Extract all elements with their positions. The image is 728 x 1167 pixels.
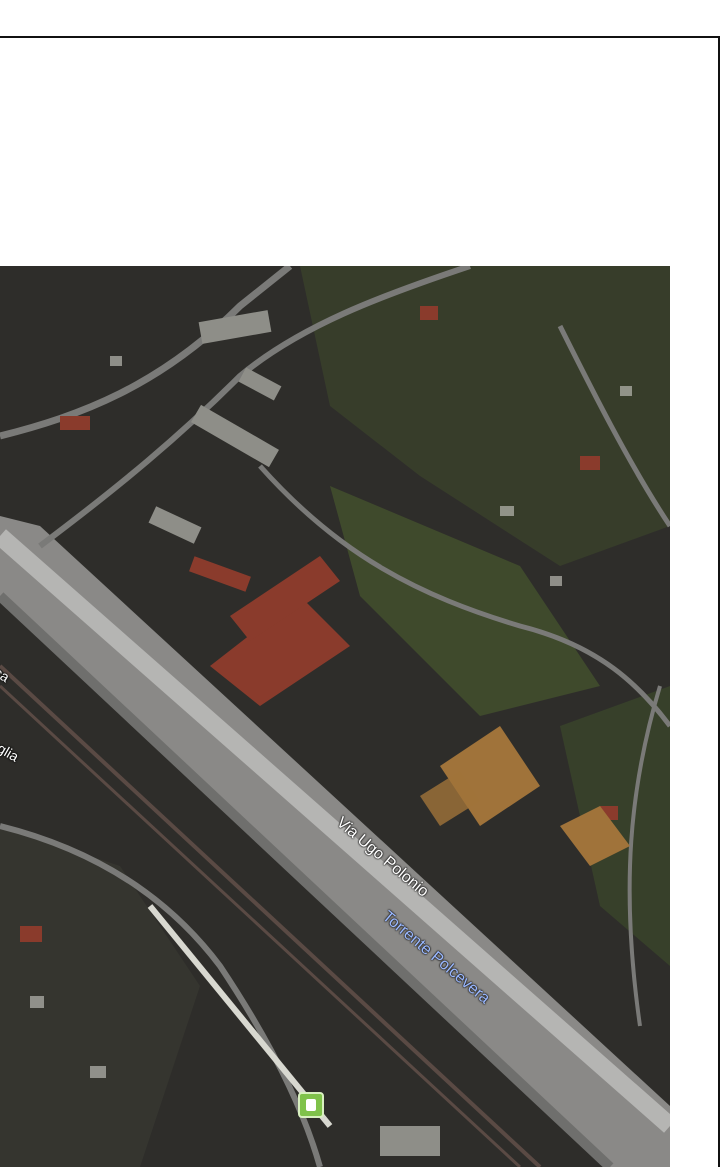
park-marker-icon[interactable] [298,1092,324,1118]
map-imagery [0,266,670,1167]
marker-glyph [306,1099,316,1111]
satellite-map[interactable]: Via Ugo Polonio Torrente Polcevera cca e… [0,266,670,1167]
